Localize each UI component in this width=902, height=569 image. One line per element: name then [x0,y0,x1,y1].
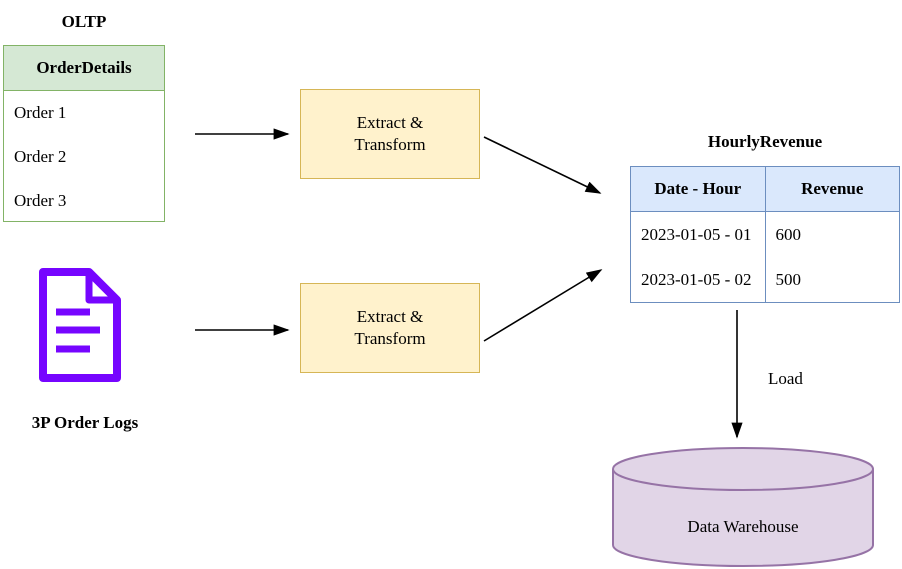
extract-transform-label-line2: Transform [354,135,426,154]
column-header-revenue: Revenue [801,179,864,198]
extract-transform-box-top: Extract & Transform [300,89,480,179]
oltp-title: OLTP [61,12,107,31]
table-row: 2023-01-05 - 02 500 [631,257,899,302]
extract-transform-label-line2: Transform [354,329,426,348]
hourly-revenue-header-row: Date - Hour Revenue [631,167,899,212]
hourly-revenue-table: Date - Hour Revenue 2023-01-05 - 01 600 … [630,166,900,303]
load-label: Load [768,369,803,388]
column-header-date-hour: Date - Hour [631,167,766,211]
hourly-revenue-title: HourlyRevenue [707,132,823,151]
document-icon [39,268,121,382]
table-row: Order 1 [14,103,67,122]
date-hour-cell: 2023-01-05 - 02 [631,257,766,302]
database-cylinder-icon [612,447,874,567]
table-row: Order 2 [14,147,67,166]
arrow-etl-top-to-table [483,136,602,194]
table-row: Order 3 [14,191,67,210]
date-hour-cell: 2023-01-05 - 01 [631,212,766,257]
extract-transform-label-line1: Extract & [356,113,424,132]
orderdetails-table: OrderDetails Order 1 Order 2 Order 3 [3,45,165,222]
arrow-etl-bottom-to-table [483,269,603,342]
source-logs-label: 3P Order Logs [31,413,139,432]
revenue-cell: 600 [775,224,802,244]
orderdetails-table-header: OrderDetails [4,46,164,91]
table-row: 2023-01-05 - 01 600 [631,212,899,257]
warehouse-label: Data Warehouse [687,517,799,536]
extract-transform-label-line1: Extract & [356,307,424,326]
extract-transform-box-bottom: Extract & Transform [300,283,480,373]
hourly-revenue-body: 2023-01-05 - 01 600 2023-01-05 - 02 500 [631,212,899,302]
revenue-cell: 500 [775,269,802,289]
